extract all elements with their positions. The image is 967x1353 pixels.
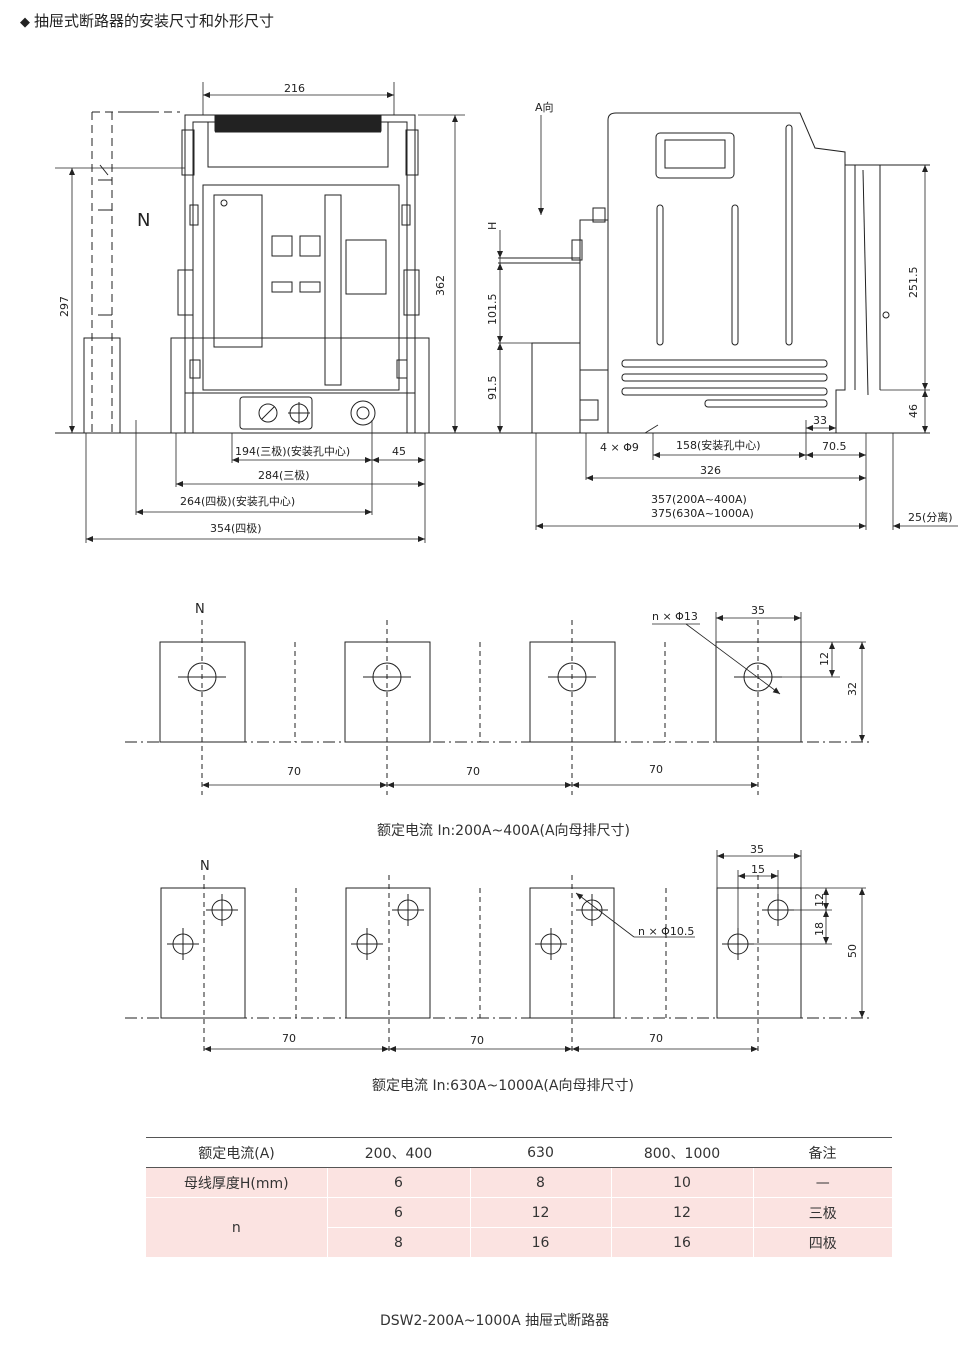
diamond-marker-icon: ◆ — [20, 15, 30, 30]
busbar1-spacing-3: 70 — [649, 763, 663, 776]
cell-thickness-3: 10 — [610, 1167, 753, 1198]
table-row-n-3p: n 6 12 12 三极 — [146, 1197, 892, 1258]
dim-354: 354(四极) — [210, 521, 262, 535]
busbar1-pole-n: N — [195, 602, 205, 617]
busbar2-pole-n: N — [200, 859, 210, 874]
top-black-bar — [214, 114, 382, 132]
cell-thickness-1: 6 — [326, 1167, 470, 1198]
dim-194: 194(三极)(安装孔中心) — [235, 444, 350, 458]
busbar-top — [498, 257, 580, 264]
busbar2-spacing-3: 70 — [649, 1032, 663, 1045]
dim-158: 158(安装孔中心) — [676, 438, 761, 452]
dim-264: 264(四极)(安装孔中心) — [180, 494, 295, 508]
dim-45: 45 — [392, 445, 406, 458]
header-630: 630 — [470, 1137, 611, 1168]
breaker-body — [607, 112, 846, 434]
dim-284: 284(三极) — [258, 468, 310, 482]
control-plate — [239, 396, 313, 430]
busbar2-dim-15: 15 — [751, 863, 765, 876]
dim-326: 326 — [700, 464, 721, 477]
table-row-n-4p: 8 16 16 四极 — [146, 1227, 892, 1258]
front-view-drawing: N 216 362 297 194(三极)(安装孔中心) 45 284(三极) … — [55, 82, 500, 543]
indicator-panel — [213, 194, 263, 348]
table-row-thickness: 母线厚度H(mm) 6 8 10 — — [146, 1167, 892, 1198]
busbar2-dim-35: 35 — [750, 845, 764, 856]
front-pole-n: N — [137, 210, 150, 231]
busbar2-hole-note: n × Φ10.5 — [638, 925, 694, 938]
cell-n4p-2: 16 — [469, 1227, 611, 1258]
header-remarks: 备注 — [753, 1137, 892, 1168]
header-200-400: 200、400 — [327, 1137, 470, 1168]
busbar-drawing-630-1000: N n × Φ10.5 35 15 12 18 50 70 70 70 — [125, 845, 870, 1055]
rack-handle-hole — [350, 400, 376, 426]
dim-251-5: 251.5 — [907, 267, 920, 299]
rail-left — [531, 342, 581, 434]
busbar2-dim-18: 18 — [813, 922, 826, 936]
cell-n4p-remark: 四极 — [752, 1227, 892, 1258]
busbar1-dim-35: 35 — [751, 604, 765, 617]
header-current: 额定电流(A) — [146, 1137, 327, 1168]
dim-216: 216 — [284, 82, 305, 95]
dim-25-separation: 25(分离) — [908, 510, 953, 524]
left-rail — [83, 337, 121, 434]
busbar1-caption: 额定电流 In:200A~400A(A向母排尺寸) — [377, 823, 630, 839]
dim-297: 297 — [58, 296, 71, 317]
table-header-row: 额定电流(A) 200、400 630 800、1000 备注 — [146, 1137, 892, 1168]
busbar2-spacing-1: 70 — [282, 1032, 296, 1045]
dim-101-5: 101.5 — [486, 294, 499, 326]
busbar2-caption: 额定电流 In:630A~1000A(A向母排尺寸) — [372, 1078, 634, 1094]
a-direction-label: A向 — [535, 100, 554, 114]
spec-table: 额定电流(A) 200、400 630 800、1000 备注 母线厚度H(mm… — [146, 1137, 892, 1258]
busbar1-dim-32: 32 — [846, 682, 859, 696]
dim-46: 46 — [907, 404, 920, 418]
cell-thickness-label: 母线厚度H(mm) — [146, 1167, 327, 1198]
footer-model: DSW2-200A~1000A 抽屉式断路器 — [380, 1313, 610, 1329]
busbar2-plate-n — [160, 887, 246, 1019]
busbar1-spacing-2: 70 — [466, 765, 480, 778]
cell-thickness-2: 8 — [469, 1167, 611, 1198]
busbar1-hole-note: n × Φ13 — [652, 610, 698, 623]
dim-357: 357(200A~400A) — [651, 493, 747, 506]
busbar2-plate-2 — [345, 887, 431, 1019]
cell-n3p-2: 12 — [469, 1197, 611, 1228]
busbar1-spacing-1: 70 — [287, 765, 301, 778]
cell-n3p-3: 12 — [610, 1197, 753, 1228]
dim-375: 375(630A~1000A) — [651, 507, 754, 520]
dim-h: H — [486, 222, 499, 230]
busbar2-dim-12: 12 — [813, 893, 826, 907]
busbar2-spacing-2: 70 — [470, 1034, 484, 1047]
heading-text: 抽屉式断路器的安装尺寸和外形尺寸 — [34, 12, 275, 30]
header-800-1000: 800、1000 — [611, 1137, 753, 1168]
cell-n3p-1: 6 — [326, 1197, 470, 1228]
drawer-outline-dashed — [91, 111, 180, 433]
dim-91-5: 91.5 — [486, 376, 499, 401]
dim-70-5: 70.5 — [822, 440, 847, 453]
cell-n-label: n — [146, 1197, 327, 1258]
cell-thickness-remark: — — [752, 1167, 892, 1198]
dim-4-holes: 4 × Φ9 — [600, 441, 639, 454]
side-view-drawing: A向 H 101.5 91.5 251.5 46 33 4 × Φ9 158(安… — [486, 100, 958, 530]
cell-n4p-3: 16 — [610, 1227, 753, 1258]
dim-362: 362 — [434, 275, 447, 296]
dim-33: 33 — [813, 414, 827, 427]
busbar1-dim-12: 12 — [818, 652, 831, 666]
cell-n3p-remark: 三极 — [752, 1197, 892, 1228]
busbar2-dim-50: 50 — [846, 944, 859, 958]
cell-n4p-1: 8 — [326, 1227, 470, 1258]
busbar-drawing-200-400: N n × Φ13 35 12 32 70 70 70 — [125, 602, 870, 795]
section-heading: ◆ 抽屉式断路器的安装尺寸和外形尺寸 — [20, 10, 274, 31]
busbar2-plate-4 — [716, 887, 802, 1019]
